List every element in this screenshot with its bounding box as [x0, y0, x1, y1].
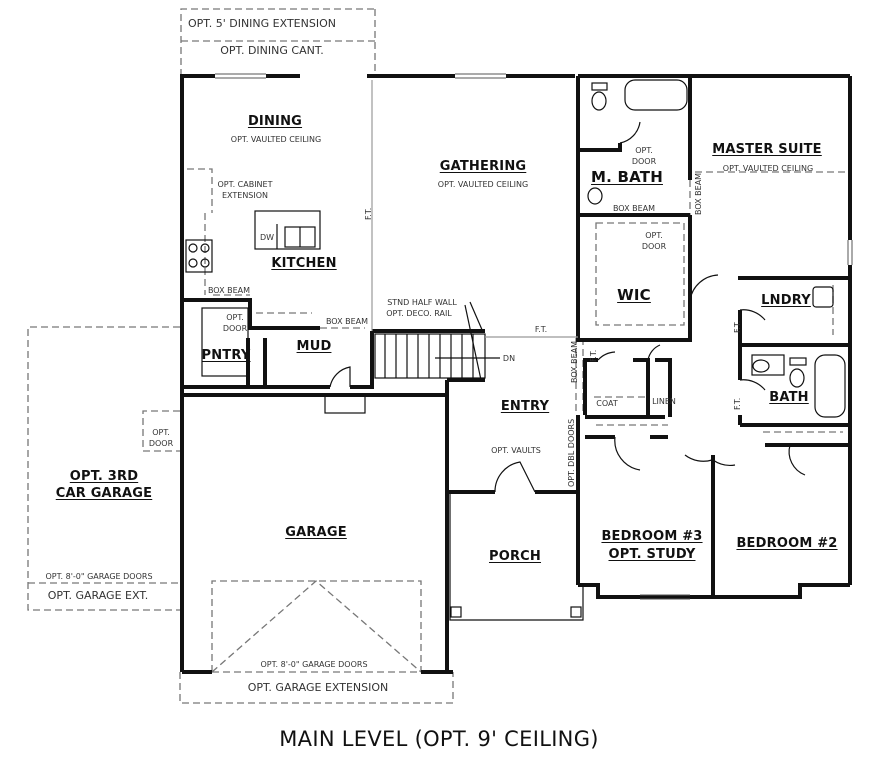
master-suite-note: OPT. VAULTED CEILING — [722, 164, 814, 173]
room-pantry: PNTRY — [201, 348, 251, 363]
room-wic: WIC — [617, 286, 651, 304]
room-mud: MUD — [296, 339, 332, 354]
opt-dbl-doors-label: OPT. DBL DOORS — [567, 418, 576, 487]
opt-deco-rail-label: OPT. DECO. RAIL — [386, 309, 452, 318]
fixtures — [185, 79, 846, 621]
room-dining: DINING — [247, 114, 303, 129]
opt-garage-ext-label: OPT. GARAGE EXT. — [47, 589, 149, 602]
ft-label-entry: F.T. — [589, 349, 598, 362]
dishwasher-label: DW — [259, 233, 275, 242]
room-opt-3rd-garage-2: CAR GARAGE — [55, 486, 153, 501]
opt-garage-extension-label: OPT. GARAGE EXTENSION — [247, 681, 389, 694]
room-master-suite: MASTER SUITE — [712, 142, 822, 157]
room-gathering: GATHERING — [439, 159, 527, 174]
room-entry: ENTRY — [500, 399, 550, 414]
room-laundry: LNDRY — [761, 293, 811, 308]
gathering-note: OPT. VAULTED CEILING — [437, 180, 529, 189]
linen-label: LINEN — [652, 397, 676, 406]
opt-door-pantry-2: DOOR — [222, 324, 248, 333]
opt-garage-doors-label: OPT. 8'-0" GARAGE DOORS — [260, 660, 368, 669]
room-kitchen: KITCHEN — [271, 256, 337, 271]
opt-door-wic-2: DOOR — [641, 242, 667, 251]
box-beam-label-master: BOX BEAM — [694, 172, 703, 215]
ft-label-stair: F.T. — [534, 325, 548, 334]
room-bedroom2: BEDROOM #2 — [736, 536, 838, 551]
opt-door-garage-2: DOOR — [148, 439, 174, 448]
room-bath: BATH — [769, 390, 809, 405]
windows — [215, 73, 853, 600]
opt-door-mbath-2: DOOR — [631, 157, 657, 166]
dining-note: OPT. VAULTED CEILING — [230, 135, 322, 144]
room-master-bath: M. BATH — [591, 168, 663, 186]
entry-note: OPT. VAULTS — [491, 446, 541, 455]
opt-door-garage-1: OPT. — [152, 428, 170, 437]
room-opt-3rd-garage-1: OPT. 3RD — [69, 469, 139, 484]
coat-label: COAT — [596, 399, 618, 408]
walls — [180, 74, 852, 674]
opt-door-pantry-1: OPT. — [226, 313, 244, 322]
opt-dining-cant-label: OPT. DINING CANT. — [220, 44, 324, 57]
room-garage: GARAGE — [285, 525, 347, 540]
stair-dn-label: DN — [502, 354, 516, 363]
opt-dining-extension-label: OPT. 5' DINING EXTENSION — [188, 17, 336, 30]
box-beam-label-wic: BOX BEAM — [612, 204, 656, 213]
room-bedroom3-2: OPT. STUDY — [608, 547, 696, 562]
box-beam-label-entry: BOX BEAM — [570, 340, 579, 383]
drawing-title: MAIN LEVEL (OPT. 9' CEILING) — [279, 727, 599, 751]
box-beam-label-kitchen: BOX BEAM — [207, 286, 251, 295]
ft-label-gathering: F.T. — [364, 207, 373, 220]
kitchen-cabinet-note-1: OPT. CABINET — [217, 180, 273, 189]
kitchen-cabinet-note-2: EXTENSION — [221, 191, 269, 200]
opt-door-mbath-1: OPT. — [635, 146, 653, 155]
stnd-half-wall-label: STND HALF WALL — [387, 298, 457, 307]
opt-door-wic-1: OPT. — [645, 231, 663, 240]
optional-dashed-outlines — [27, 8, 850, 704]
room-porch: PORCH — [488, 549, 542, 564]
room-bedroom3-1: BEDROOM #3 — [601, 529, 703, 544]
ft-label-bath: F.T. — [733, 397, 742, 410]
ft-label-laundry: F.T. — [733, 320, 742, 333]
box-beam-label-mud: BOX BEAM — [325, 317, 369, 326]
opt-3rd-garage-doors-label: OPT. 8'-0" GARAGE DOORS — [45, 572, 153, 581]
